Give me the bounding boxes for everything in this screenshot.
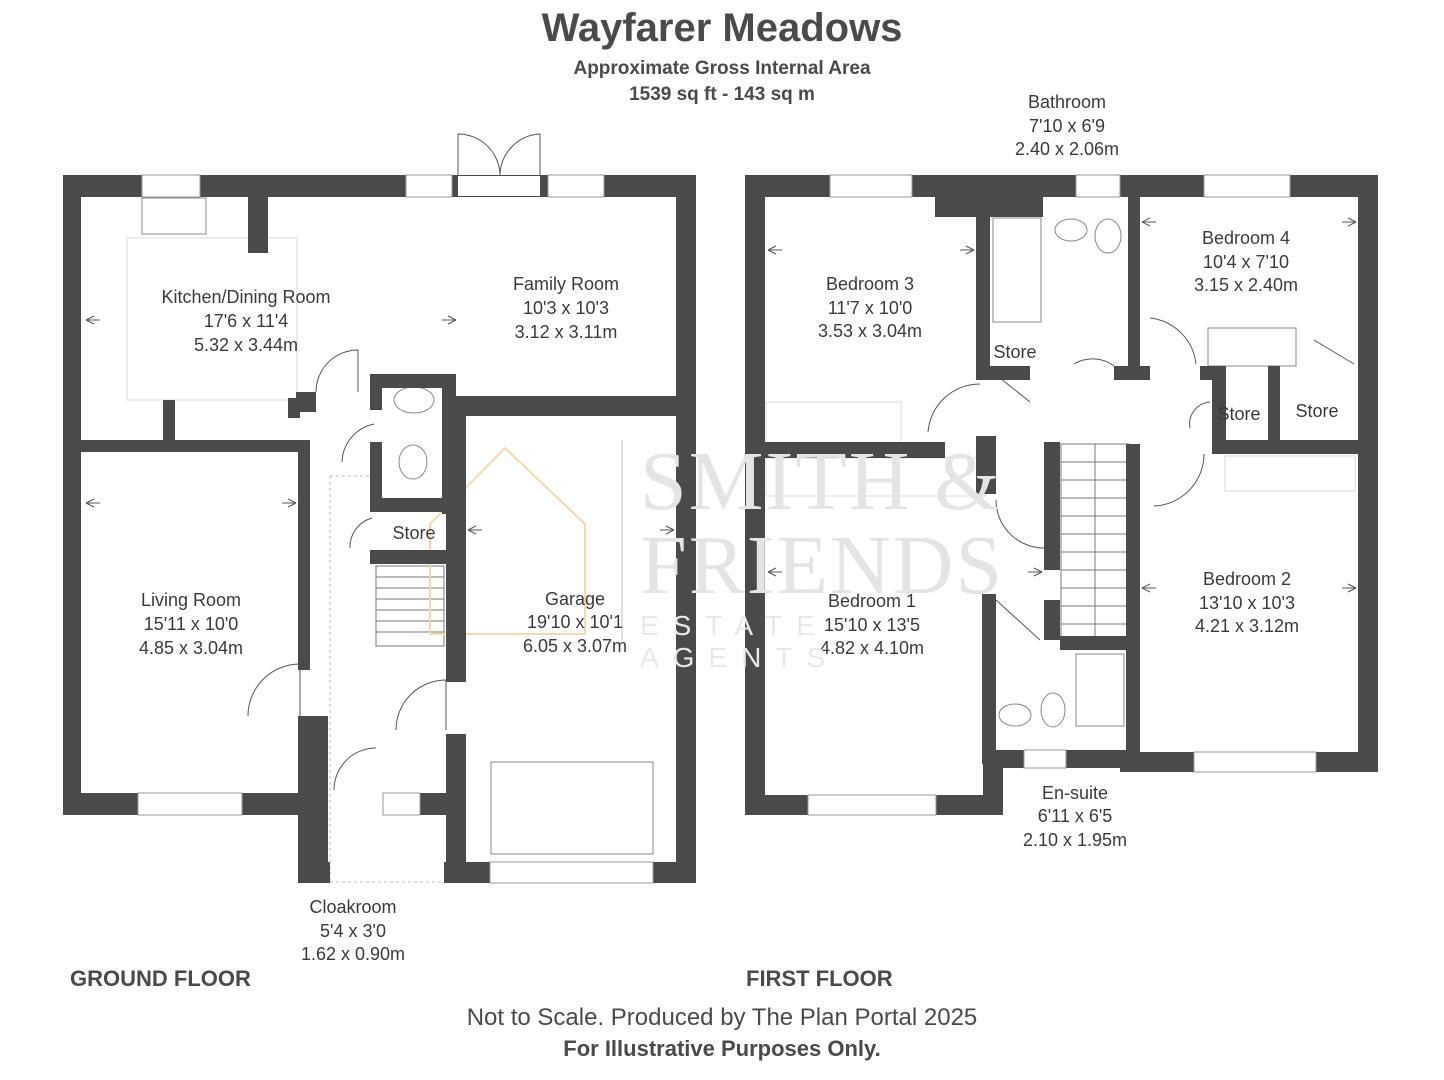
garage-imperial: 19'10 x 10'1	[527, 612, 623, 632]
store-c-label: Store	[1295, 401, 1338, 421]
bedroom1-name: Bedroom 1	[828, 591, 916, 611]
first-floor-label: FIRST FLOOR	[746, 966, 893, 991]
area-value: 1539 sq ft - 143 sq m	[629, 84, 815, 105]
first-stairs	[1060, 443, 1130, 639]
basin-icon	[393, 386, 435, 414]
kitchen-sink-icon	[141, 197, 207, 235]
bedroom1-metric: 4.82 x 4.10m	[820, 638, 924, 658]
door-swings	[247, 133, 1355, 791]
store-ground-label: Store	[392, 523, 435, 543]
bathroom-name: Bathroom	[1028, 92, 1106, 112]
bathroom-imperial: 7'10 x 6'9	[1029, 116, 1105, 136]
family-metric: 3.12 x 3.11m	[515, 322, 618, 342]
dimension-ticks	[85, 217, 1357, 593]
bathroom-metric: 2.40 x 2.06m	[1015, 139, 1119, 159]
store-b-label: Store	[1217, 404, 1260, 424]
ground-floor-label: GROUND FLOOR	[70, 966, 251, 991]
bedroom3-metric: 3.53 x 3.04m	[818, 321, 922, 341]
bedroom1-wardrobe	[765, 457, 987, 497]
bathroom-toilet-icon	[1094, 218, 1122, 254]
footer-illustrative: For Illustrative Purposes Only.	[563, 1036, 881, 1061]
garage-door-outline	[490, 761, 654, 855]
kitchen-imperial: 17'6 x 11'4	[204, 311, 289, 331]
bathroom-basin-icon	[1054, 218, 1088, 242]
bath-icon	[992, 217, 1042, 323]
bedroom2-metric: 4.21 x 3.12m	[1195, 616, 1299, 636]
bedroom3-imperial: 11'7 x 10'0	[828, 298, 913, 318]
watermark-house-icon	[429, 446, 586, 635]
bedroom3-wardrobe	[765, 401, 902, 445]
plan-title: Wayfarer Meadows	[541, 6, 903, 50]
ground-stairs	[375, 565, 445, 647]
kitchen-counter	[126, 237, 298, 401]
bedroom4-name: Bedroom 4	[1202, 228, 1290, 248]
bedroom1-imperial: 15'10 x 13'5	[824, 615, 920, 635]
bedroom2-imperial: 13'10 x 10'3	[1199, 593, 1295, 613]
cloakroom-name: Cloakroom	[309, 897, 396, 917]
kitchen-metric: 5.32 x 3.44m	[194, 335, 298, 355]
toilet-icon	[398, 444, 428, 480]
ensuite-imperial: 6'11 x 6'5	[1038, 806, 1113, 826]
cloakroom-imperial: 5'4 x 3'0	[320, 921, 386, 941]
bedroom2-name: Bedroom 2	[1203, 569, 1291, 589]
ensuite-basin-icon	[998, 703, 1032, 727]
family-name: Family Room	[513, 274, 619, 294]
ensuite-name: En-suite	[1042, 783, 1108, 803]
living-imperial: 15'11 x 10'0	[144, 614, 239, 634]
bedroom3-name: Bedroom 3	[826, 274, 914, 294]
family-imperial: 10'3 x 10'3	[523, 298, 609, 318]
ensuite-toilet-icon	[1040, 692, 1066, 728]
bedroom2-wardrobe	[1224, 455, 1356, 492]
cloakroom-boundary	[329, 475, 444, 883]
footer-disclaimer: Not to Scale. Produced by The Plan Porta…	[466, 1004, 978, 1031]
store-a-label: Store	[993, 342, 1036, 362]
ground-floor-walls	[63, 175, 696, 883]
living-metric: 4.85 x 3.04m	[139, 638, 243, 658]
first-windows	[807, 174, 1317, 816]
ground-windows	[137, 174, 654, 884]
garage-metric: 6.05 x 3.07m	[523, 636, 627, 656]
area-label: Approximate Gross Internal Area	[573, 58, 871, 79]
garage-name: Garage	[545, 589, 605, 609]
bedroom4-imperial: 10'4 x 7'10	[1203, 252, 1289, 272]
bedroom4-metric: 3.15 x 2.40m	[1194, 275, 1298, 295]
kitchen-name: Kitchen/Dining Room	[161, 287, 330, 307]
bedroom4-bulkhead	[1207, 327, 1297, 367]
shower-icon	[1075, 653, 1125, 727]
ensuite-metric: 2.10 x 1.95m	[1023, 830, 1127, 850]
living-name: Living Room	[141, 590, 241, 610]
cloakroom-metric: 1.62 x 0.90m	[301, 944, 405, 964]
